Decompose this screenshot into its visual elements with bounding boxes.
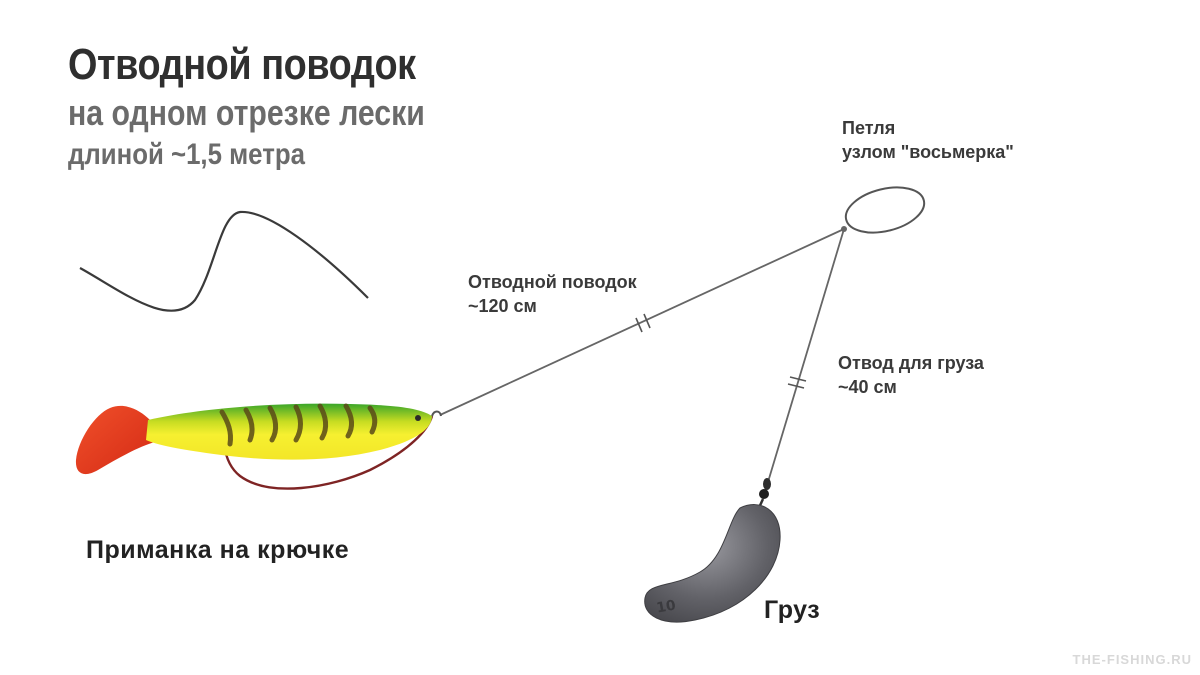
loop-label-line2: узлом "восьмерка" bbox=[842, 142, 1014, 162]
line-sample-curve bbox=[79, 210, 369, 312]
leader-label: Отводной поводок ~120 см bbox=[468, 270, 637, 318]
leader-line bbox=[439, 228, 845, 416]
loop-label-line1: Петля bbox=[842, 118, 896, 138]
lure-label: Приманка на крючке bbox=[86, 536, 350, 564]
leader-break-mark bbox=[635, 313, 651, 333]
watermark: THE-FISHING.RU bbox=[1072, 652, 1192, 667]
leader-label-line1: Отводной поводок bbox=[468, 272, 637, 292]
page-subtitle-length: длиной ~1,5 метра bbox=[68, 138, 305, 171]
sinker-branch-line bbox=[767, 228, 845, 483]
figure-eight-loop bbox=[844, 186, 926, 234]
lure-eye bbox=[415, 415, 421, 421]
sinker-branch-label: Отвод для груза ~40 см bbox=[838, 351, 984, 399]
sinker-weight-mark: 10 bbox=[655, 597, 677, 616]
lure-tail bbox=[75, 405, 155, 475]
leader-label-line2: ~120 см bbox=[468, 296, 537, 316]
page-subtitle: на одном отрезке лески bbox=[68, 92, 425, 133]
loop-label: Петля узлом "восьмерка" bbox=[842, 116, 1014, 164]
sinker-branch-label-line2: ~40 см bbox=[838, 377, 897, 397]
sinker-branch-label-line1: Отвод для груза bbox=[838, 353, 984, 373]
page-title: Отводной поводок bbox=[68, 40, 416, 89]
sinker-label: Груз bbox=[764, 596, 821, 624]
lure-stripes bbox=[219, 403, 378, 447]
sinker-body bbox=[644, 504, 781, 623]
lure-body bbox=[146, 403, 432, 460]
sinker-break-mark bbox=[787, 376, 807, 389]
hook-eye bbox=[431, 410, 442, 417]
